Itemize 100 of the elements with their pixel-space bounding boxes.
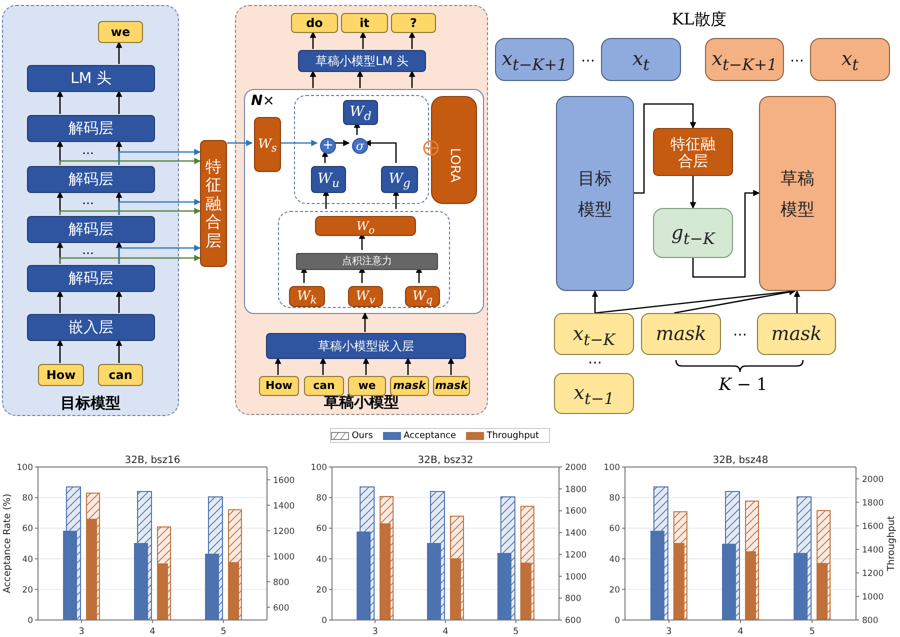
- token-box: How: [259, 376, 299, 396]
- lora-box: LORA: [431, 96, 477, 204]
- arrow: [118, 244, 201, 264]
- tick-label: 4: [150, 627, 156, 637]
- tick-label: 800: [273, 578, 290, 588]
- tick-label: 1600: [273, 476, 295, 486]
- model-panel: [2, 5, 179, 416]
- layer-box: 解码层: [27, 216, 155, 243]
- layer-box: LM 头: [27, 65, 155, 92]
- fusion-layer-box: 特征融合层: [653, 128, 733, 176]
- ellipsis: ⋯: [733, 327, 747, 343]
- arrow: [116, 290, 122, 313]
- arrow: [634, 103, 696, 194]
- group-heading: 目标模型: [60, 394, 122, 413]
- tick-label: 2000: [862, 474, 884, 485]
- arrow: [116, 90, 122, 114]
- tick-label: 800: [862, 616, 878, 626]
- tick-label: 100: [16, 463, 33, 473]
- tick-label: 1200: [565, 550, 587, 560]
- tick-label: 80: [22, 494, 33, 504]
- tick-label: 20: [316, 585, 327, 596]
- weight-box: W$_{g}$: [381, 166, 418, 193]
- arrow: [794, 290, 800, 313]
- legend-label: Ours: [352, 430, 373, 440]
- arrow: [227, 140, 253, 146]
- token-box: x$_{t−K+1}$: [495, 38, 574, 81]
- tick-label: 40: [609, 554, 620, 565]
- weight-box: W$_{s}$: [254, 117, 281, 172]
- ellipsis: …: [82, 243, 94, 257]
- arrow: [404, 357, 412, 375]
- ellipsis: …: [82, 193, 94, 207]
- tick-label: 1000: [273, 552, 295, 562]
- token-box: we: [98, 21, 143, 43]
- tick-label: 60: [609, 524, 620, 534]
- tick-label: 1800: [862, 498, 884, 508]
- arrow: [274, 357, 282, 375]
- arrow: [364, 140, 397, 163]
- tick-label: 4: [442, 627, 448, 637]
- token-box: mask: [641, 313, 721, 355]
- tick-label: 0: [322, 616, 327, 626]
- tick-label: 1000: [565, 572, 587, 582]
- tick-label: 1600: [565, 506, 587, 517]
- arrow: [408, 70, 416, 88]
- arrow: [448, 357, 454, 375]
- token-box: mask: [757, 313, 836, 355]
- token-box: mask: [433, 376, 470, 396]
- token-box: x$_{t}$: [810, 38, 890, 81]
- attention-box: 点积注意力: [296, 253, 438, 270]
- plus-node: +: [320, 138, 336, 154]
- token-box: How: [38, 364, 84, 386]
- weight-box: W$_{q}$: [405, 286, 440, 307]
- tick-label: 5: [220, 627, 226, 637]
- tick-label: 1200: [273, 526, 295, 537]
- layer-box: 解码层: [27, 265, 155, 292]
- sigma-node: σ: [352, 138, 368, 154]
- ellipsis: ⋯: [581, 53, 595, 69]
- block-frame: [244, 89, 484, 314]
- arrow: [56, 290, 64, 313]
- arrow: [333, 140, 350, 146]
- dashed-group-box: [294, 95, 429, 204]
- tick-label: 1600: [862, 522, 884, 532]
- arrow: [320, 357, 326, 375]
- tick-label: 0: [28, 616, 33, 626]
- weight-box: W$_{v}$: [348, 286, 383, 307]
- tick-label: 20: [609, 585, 620, 596]
- weight-box: W$_{d}$: [343, 100, 378, 125]
- tick-label: 1000: [862, 592, 884, 602]
- tick-label: 20: [22, 585, 33, 596]
- arrow: [56, 90, 64, 114]
- token-box: can: [304, 376, 344, 396]
- model-box: 草稿模型: [759, 96, 836, 291]
- arrow: [56, 339, 64, 363]
- token-box: x$_{t−K+1}$: [705, 38, 784, 81]
- arrow: [59, 208, 201, 215]
- arrow: [322, 150, 328, 163]
- tick-label: 5: [809, 627, 815, 637]
- chart-title: 32B, bsz16: [124, 455, 180, 466]
- tick-label: 3: [666, 627, 672, 637]
- layer-box: 嵌入层: [27, 314, 155, 341]
- weight-box: W$_{o}$: [315, 216, 416, 236]
- tick-label: 0: [614, 616, 620, 626]
- ellipsis: ⋯: [588, 355, 602, 371]
- feature-box: g$_{t−K}$: [653, 208, 733, 258]
- token-box: ?: [391, 13, 436, 33]
- tick-label: 40: [22, 554, 33, 565]
- tick-label: 1400: [862, 545, 884, 556]
- tick-label: 600: [565, 616, 582, 626]
- arrow: [310, 31, 316, 49]
- heading-text: KL散度: [672, 10, 726, 30]
- arrow: [279, 140, 318, 146]
- layer-box: 草稿小模型LM 头: [298, 50, 426, 72]
- arrow: [116, 41, 122, 64]
- token-box: can: [98, 364, 143, 386]
- tick-label: 1400: [565, 528, 587, 539]
- tick-label: 100: [310, 463, 327, 473]
- tick-label: 80: [609, 494, 620, 504]
- tick-label: 1200: [862, 568, 884, 579]
- tick-label: 100: [604, 463, 620, 473]
- math-label: K − 1: [718, 375, 768, 395]
- tick-label: 40: [316, 554, 327, 565]
